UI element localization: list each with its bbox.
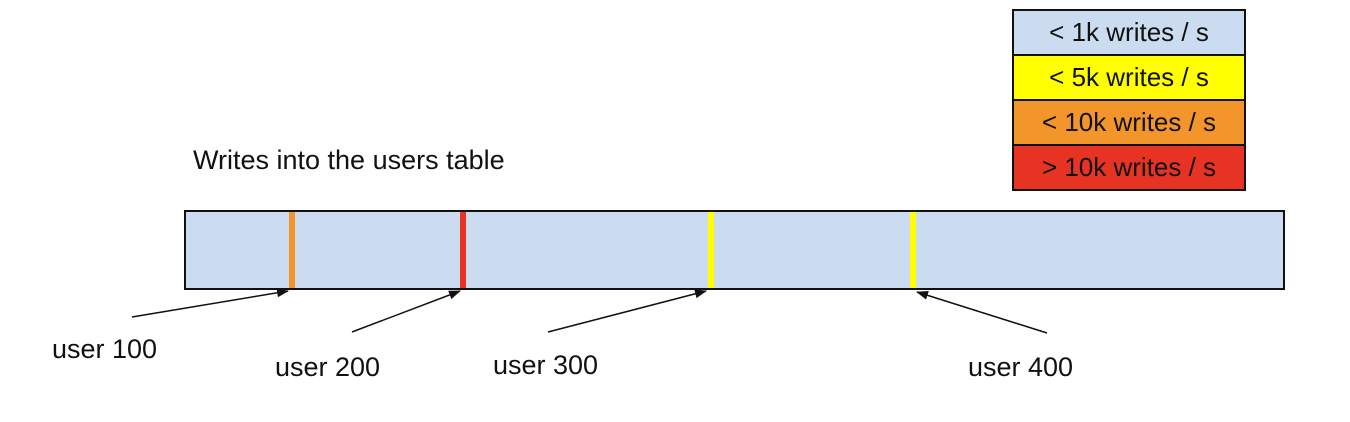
arrow-user-200 — [351, 290, 461, 333]
legend-item-lt-10k: < 10k writes / s — [1012, 99, 1246, 146]
label-user-300: user 300 — [493, 350, 599, 380]
hotspot-marker-user-100 — [289, 212, 295, 288]
legend-item-lt-1k: < 1k writes / s — [1012, 9, 1246, 56]
legend-item-lt-5k: < 5k writes / s — [1012, 54, 1246, 101]
arrow-user-300 — [547, 289, 707, 333]
arrow-user-400 — [916, 291, 1048, 334]
label-user-400: user 400 — [968, 352, 1074, 382]
label-user-200: user 200 — [275, 352, 381, 382]
hotspot-marker-user-300 — [708, 212, 714, 288]
hotspot-marker-user-200 — [460, 212, 466, 288]
label-user-100: user 100 — [52, 334, 158, 364]
hotspot-marker-user-400 — [910, 212, 916, 288]
write-rate-legend: < 1k writes / s < 5k writes / s < 10k wr… — [1012, 9, 1246, 191]
arrow-user-100 — [131, 288, 289, 318]
legend-item-gt-10k: > 10k writes / s — [1012, 144, 1246, 191]
diagram-title: Writes into the users table — [193, 145, 505, 175]
users-table-bar — [184, 210, 1285, 290]
